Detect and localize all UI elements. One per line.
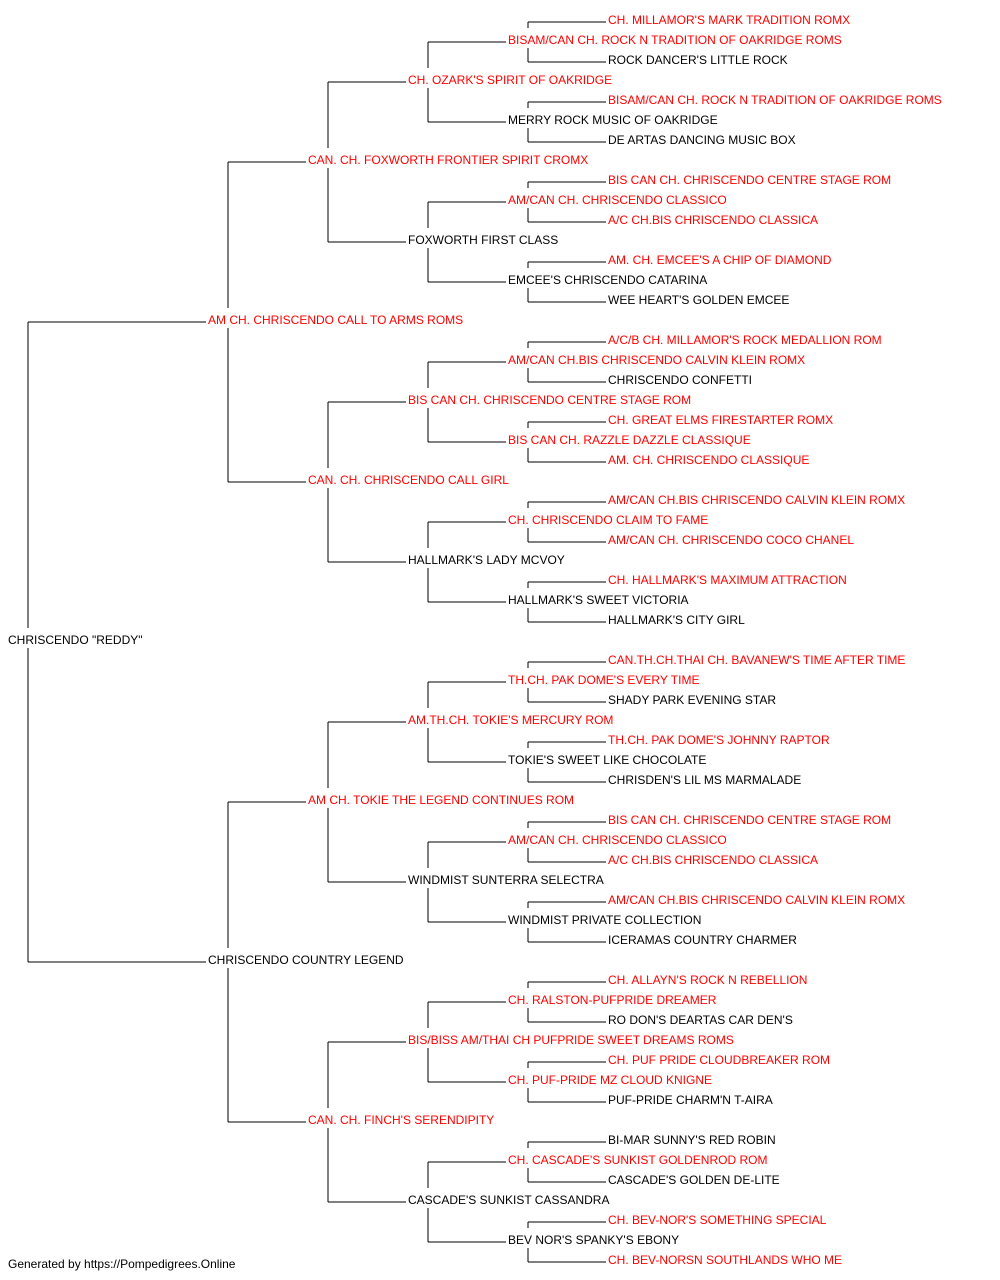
ggg-grandparent-name: CH. HALLMARK'S MAXIMUM ATTRACTION — [608, 573, 847, 587]
great-grandparent-name: AM.TH.CH. TOKIE'S MERCURY ROM — [408, 713, 613, 727]
great-grandparent-name: HALLMARK'S LADY MCVOY — [408, 553, 565, 567]
grandparent-name: CAN. CH. FINCH'S SERENDIPITY — [308, 1113, 494, 1127]
ggg-grandparent-name: A/C/B CH. MILLAMOR'S ROCK MEDALLION ROM — [608, 333, 882, 347]
ggg-grandparent-name: SHADY PARK EVENING STAR — [608, 693, 776, 707]
great-grandparent-name: WINDMIST SUNTERRA SELECTRA — [408, 873, 604, 887]
ggg-grandparent-name: BI-MAR SUNNY'S RED ROBIN — [608, 1133, 776, 1147]
grandparent-name: AM CH. TOKIE THE LEGEND CONTINUES ROM — [308, 793, 574, 807]
ggg-grandparent-name: CH. BEV-NOR'S SOMETHING SPECIAL — [608, 1213, 827, 1227]
grandparent-name: CAN. CH. FOXWORTH FRONTIER SPIRIT CROMX — [308, 153, 588, 167]
great-grandparent-name: FOXWORTH FIRST CLASS — [408, 233, 558, 247]
ggg-grandparent-name: A/C CH.BIS CHRISCENDO CLASSICA — [608, 853, 818, 867]
ggg-grandparent-name: BISAM/CAN CH. ROCK N TRADITION OF OAKRID… — [608, 93, 942, 107]
gg-grandparent-name: BEV NOR'S SPANKY'S EBONY — [508, 1233, 679, 1247]
gg-grandparent-name: BIS CAN CH. RAZZLE DAZZLE CLASSIQUE — [508, 433, 751, 447]
gg-grandparent-name: AM/CAN CH. CHRISCENDO CLASSICO — [508, 193, 727, 207]
great-grandparent-name: BIS/BISS AM/THAI CH PUFPRIDE SWEET DREAM… — [408, 1033, 734, 1047]
gg-grandparent-name: CH. CHRISCENDO CLAIM TO FAME — [508, 513, 708, 527]
ggg-grandparent-name: BIS CAN CH. CHRISCENDO CENTRE STAGE ROM — [608, 173, 891, 187]
ggg-grandparent-name: CH. MILLAMOR'S MARK TRADITION ROMX — [608, 13, 850, 27]
ggg-grandparent-name: A/C CH.BIS CHRISCENDO CLASSICA — [608, 213, 818, 227]
gg-grandparent-name: TOKIE'S SWEET LIKE CHOCOLATE — [508, 753, 706, 767]
gg-grandparent-name: CH. RALSTON-PUFPRIDE DREAMER — [508, 993, 717, 1007]
gg-grandparent-name: CH. PUF-PRIDE MZ CLOUD KNIGNE — [508, 1073, 712, 1087]
ggg-grandparent-name: CASCADE'S GOLDEN DE-LITE — [608, 1173, 780, 1187]
gg-grandparent-name: TH.CH. PAK DOME'S EVERY TIME — [508, 673, 699, 687]
subject-name: CHRISCENDO "REDDY" — [8, 633, 143, 647]
ggg-grandparent-name: CH. BEV-NORSN SOUTHLANDS WHO ME — [608, 1253, 842, 1267]
ggg-grandparent-name: AM/CAN CH.BIS CHRISCENDO CALVIN KLEIN RO… — [608, 893, 905, 907]
gg-grandparent-name: MERRY ROCK MUSIC OF OAKRIDGE — [508, 113, 718, 127]
gg-grandparent-name: CH. CASCADE'S SUNKIST GOLDENROD ROM — [508, 1153, 767, 1167]
ggg-grandparent-name: ICERAMAS COUNTRY CHARMER — [608, 933, 797, 947]
parent-name: AM CH. CHRISCENDO CALL TO ARMS ROMS — [208, 313, 463, 327]
ggg-grandparent-name: PUF-PRIDE CHARM'N T-AIRA — [608, 1093, 773, 1107]
great-grandparent-name: BIS CAN CH. CHRISCENDO CENTRE STAGE ROM — [408, 393, 691, 407]
ggg-grandparent-name: CH. GREAT ELMS FIRESTARTER ROMX — [608, 413, 833, 427]
ggg-grandparent-name: CAN.TH.CH.THAI CH. BAVANEW'S TIME AFTER … — [608, 653, 905, 667]
gg-grandparent-name: HALLMARK'S SWEET VICTORIA — [508, 593, 689, 607]
ggg-grandparent-name: TH.CH. PAK DOME'S JOHNNY RAPTOR — [608, 733, 830, 747]
ggg-grandparent-name: DE ARTAS DANCING MUSIC BOX — [608, 133, 796, 147]
gg-grandparent-name: EMCEE'S CHRISCENDO CATARINA — [508, 273, 707, 287]
ggg-grandparent-name: BIS CAN CH. CHRISCENDO CENTRE STAGE ROM — [608, 813, 891, 827]
parent-name: CHRISCENDO COUNTRY LEGEND — [208, 953, 404, 967]
gg-grandparent-name: AM/CAN CH.BIS CHRISCENDO CALVIN KLEIN RO… — [508, 353, 805, 367]
ggg-grandparent-name: CH. PUF PRIDE CLOUDBREAKER ROM — [608, 1053, 830, 1067]
ggg-grandparent-name: AM/CAN CH. CHRISCENDO COCO CHANEL — [608, 533, 854, 547]
ggg-grandparent-name: AM. CH. CHRISCENDO CLASSIQUE — [608, 453, 809, 467]
ggg-grandparent-name: WEE HEART'S GOLDEN EMCEE — [608, 293, 789, 307]
ggg-grandparent-name: CHRISCENDO CONFETTI — [608, 373, 752, 387]
grandparent-name: CAN. CH. CHRISCENDO CALL GIRL — [308, 473, 509, 487]
ggg-grandparent-name: RO DON'S DEARTAS CAR DEN'S — [608, 1013, 793, 1027]
great-grandparent-name: CH. OZARK'S SPIRIT OF OAKRIDGE — [408, 73, 612, 87]
generated-by-footer: Generated by https://Pompedigrees.Online — [8, 1257, 236, 1271]
ggg-grandparent-name: AM/CAN CH.BIS CHRISCENDO CALVIN KLEIN RO… — [608, 493, 905, 507]
gg-grandparent-name: BISAM/CAN CH. ROCK N TRADITION OF OAKRID… — [508, 33, 842, 47]
gg-grandparent-name: AM/CAN CH. CHRISCENDO CLASSICO — [508, 833, 727, 847]
gg-grandparent-name: WINDMIST PRIVATE COLLECTION — [508, 913, 701, 927]
ggg-grandparent-name: AM. CH. EMCEE'S A CHIP OF DIAMOND — [608, 253, 832, 267]
ggg-grandparent-name: CHRISDEN'S LIL MS MARMALADE — [608, 773, 801, 787]
great-grandparent-name: CASCADE'S SUNKIST CASSANDRA — [408, 1193, 609, 1207]
ggg-grandparent-name: ROCK DANCER'S LITTLE ROCK — [608, 53, 788, 67]
ggg-grandparent-name: CH. ALLAYN'S ROCK N REBELLION — [608, 973, 807, 987]
ggg-grandparent-name: HALLMARK'S CITY GIRL — [608, 613, 745, 627]
